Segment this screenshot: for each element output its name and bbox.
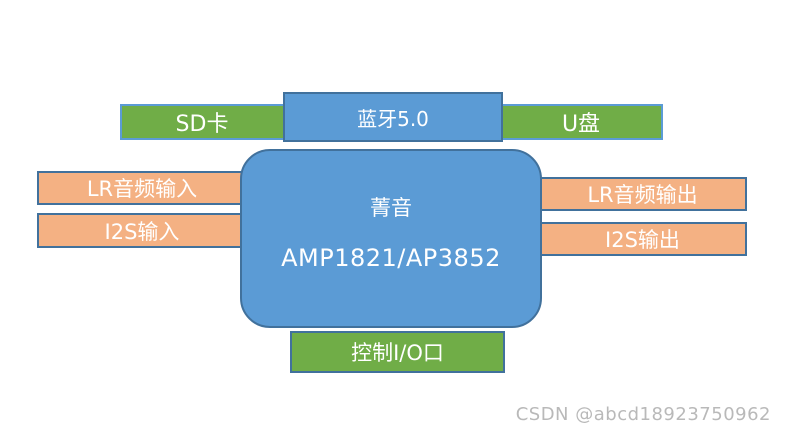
lr-audio-output-block: LR音频输出 [538,177,747,211]
i2s-input-block: I2S输入 [37,213,247,248]
sd-card-label: SD卡 [175,112,229,137]
i2s-output-block: I2S输出 [538,222,747,256]
control-io-label: 控制I/O口 [351,341,444,365]
i2s-input-label: I2S输入 [104,219,180,244]
i2s-output-label: I2S输出 [605,228,680,252]
chip-block: 菁音 AMP1821/AP3852 [240,149,542,328]
lr-audio-input-block: LR音频输入 [37,171,247,205]
sd-card-block: SD卡 [120,104,306,140]
lr-audio-input-label: LR音频输入 [86,177,198,201]
bluetooth-block: 蓝牙5.0 [283,92,503,142]
usb-drive-label: U盘 [561,112,601,137]
lr-audio-output-label: LR音频输出 [587,183,698,207]
control-io-block: 控制I/O口 [290,331,505,373]
watermark: CSDN @abcd18923750962 [515,404,771,425]
chip-model: AMP1821/AP3852 [281,243,501,272]
chip-name: 菁音 [370,195,412,220]
usb-drive-block: U盘 [477,104,663,140]
bluetooth-label: 蓝牙5.0 [357,106,429,131]
